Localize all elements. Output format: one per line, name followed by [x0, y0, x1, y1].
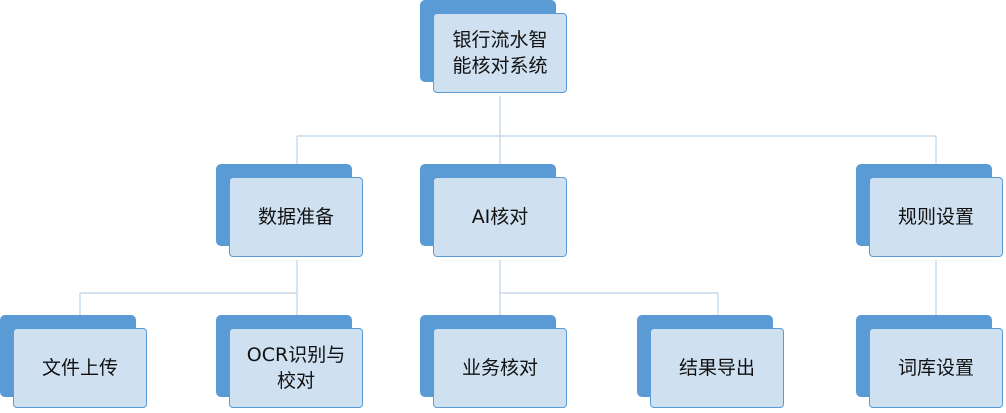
- node-card: AI核对: [433, 177, 567, 257]
- node-file-upload: 文件上传: [0, 315, 150, 408]
- node-label: 业务核对: [461, 357, 538, 379]
- node-ocr-recognition: OCR识别与 校对: [216, 315, 366, 408]
- node-card: 规则设置: [869, 177, 1003, 257]
- node-root-label: 银行流水智 能核对系统: [452, 27, 547, 79]
- node-label: 结果导出: [678, 357, 755, 379]
- node-ai-check: AI核对: [420, 164, 570, 257]
- node-card: 业务核对: [433, 328, 567, 408]
- node-label: AI核对: [471, 206, 529, 228]
- node-card: 银行流水智 能核对系统: [433, 13, 567, 93]
- node-root: 银行流水智 能核对系统: [420, 0, 570, 93]
- node-rule-settings: 规则设置: [856, 164, 1006, 257]
- node-label: 文件上传: [41, 357, 118, 379]
- node-card: 文件上传: [13, 328, 147, 408]
- node-card: 数据准备: [229, 177, 363, 257]
- node-data-preparation: 数据准备: [216, 164, 366, 257]
- node-card: 词库设置: [869, 328, 1003, 408]
- node-label: 词库设置: [897, 357, 974, 379]
- node-card: 结果导出: [650, 328, 784, 408]
- node-ocr-label-line2: 校对: [276, 370, 315, 392]
- node-result-export: 结果导出: [637, 315, 787, 408]
- node-business-check: 业务核对: [420, 315, 570, 408]
- node-ocr-label-line1: OCR识别与: [246, 344, 346, 366]
- node-label: 数据准备: [257, 206, 334, 228]
- node-root-label-line1: 银行流水智: [452, 29, 548, 51]
- node-card: OCR识别与 校对: [229, 328, 363, 408]
- node-root-label-line2: 能核对系统: [452, 55, 548, 77]
- node-ocr-label: OCR识别与 校对: [247, 342, 345, 394]
- node-lexicon-settings: 词库设置: [856, 315, 1006, 408]
- node-label: 规则设置: [897, 206, 974, 228]
